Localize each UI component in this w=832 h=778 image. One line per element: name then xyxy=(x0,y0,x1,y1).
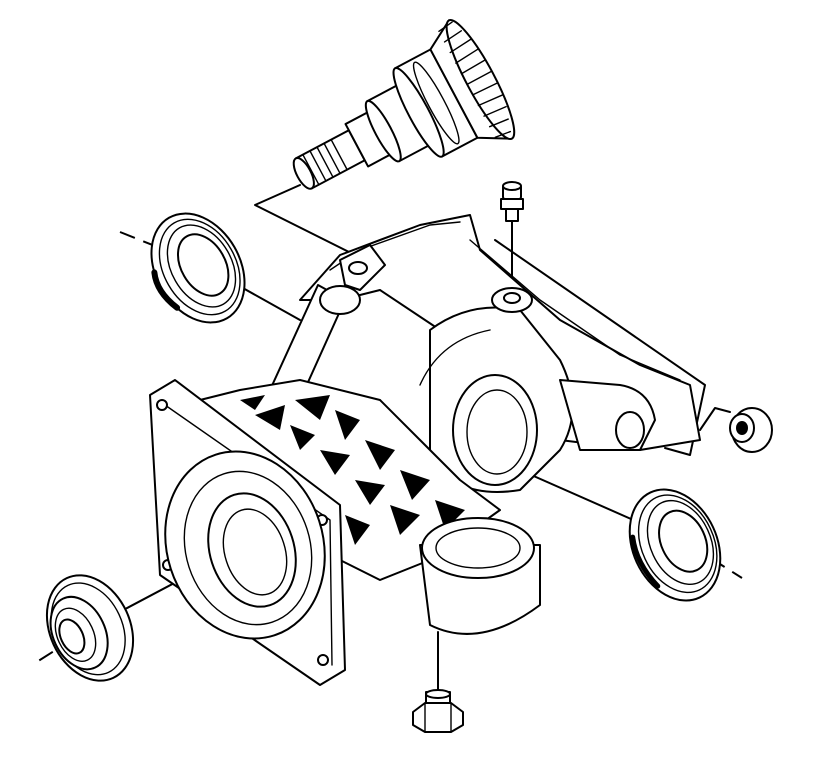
rib-cutout xyxy=(320,450,350,475)
left-bore-core xyxy=(222,508,288,596)
housing-leader-line xyxy=(494,239,706,456)
lattice-ribs xyxy=(240,395,465,545)
vent-thread xyxy=(505,208,519,222)
pinion-bearing-face xyxy=(392,66,445,158)
flange-bolt-hole xyxy=(156,399,168,411)
flange-bolt-hole xyxy=(317,654,329,666)
lower-arm-top xyxy=(421,517,535,579)
right-bearing-bore xyxy=(658,509,709,573)
right-bore-inner xyxy=(466,389,528,475)
pinion-bearing-race xyxy=(412,61,460,145)
rib-cutout xyxy=(295,395,330,420)
vent-cap-top xyxy=(502,181,522,191)
rib-cutout xyxy=(290,425,315,450)
drain-plug xyxy=(412,689,464,733)
pinion-shaft-end xyxy=(292,157,315,190)
rib-cutout xyxy=(335,410,360,440)
right-bore-outer xyxy=(452,374,538,486)
right-side-bearing xyxy=(628,488,722,602)
strut-boss xyxy=(319,285,361,315)
seal-shadow xyxy=(151,269,181,311)
rib-cutout xyxy=(255,405,285,430)
lower-axle-seal xyxy=(45,574,135,682)
right-bearing-shadow xyxy=(630,534,661,589)
rib-cutout xyxy=(390,505,420,535)
pinion-gear xyxy=(292,18,516,190)
plug-socket xyxy=(736,421,748,435)
rib-cutout xyxy=(240,395,265,410)
seal-ring-2 xyxy=(158,218,241,316)
right-plug xyxy=(729,407,773,453)
rib-cutout xyxy=(355,480,385,505)
drain-hex-head xyxy=(412,702,464,733)
ear-seat xyxy=(615,411,645,449)
seal-bore xyxy=(176,233,230,297)
seal-ring-3 xyxy=(166,224,237,308)
rib-cutout xyxy=(400,470,430,500)
pinion-leader-line xyxy=(254,184,356,256)
rib-cutout xyxy=(435,500,465,530)
vent-fitting xyxy=(500,181,524,222)
bracket-hole xyxy=(348,261,368,275)
right-bearing-ring-2 xyxy=(637,494,718,594)
right-bearing-ring-3 xyxy=(646,499,715,586)
differential-housing xyxy=(149,214,701,686)
arm-edge-2 xyxy=(469,239,681,381)
flange-edge xyxy=(164,404,333,666)
plug-leader-line xyxy=(699,407,731,431)
vent-hex xyxy=(500,198,524,210)
lower-arm-rim xyxy=(435,527,521,569)
pinion-collar xyxy=(364,99,402,163)
rib-cutout xyxy=(345,515,370,545)
lower-seal-ring-3 xyxy=(54,607,97,662)
lower-seal-bore xyxy=(58,618,86,655)
upper-axle-seal xyxy=(150,212,246,324)
left-bore-ring xyxy=(183,470,313,626)
left-bore-inner xyxy=(207,492,297,608)
drain-tip xyxy=(425,689,451,699)
pinion-gear-face xyxy=(445,18,516,141)
boss-contour xyxy=(419,329,491,386)
pinion-gear-teeth xyxy=(438,21,512,138)
rib-cutout xyxy=(365,440,395,470)
vent-hole xyxy=(503,292,521,304)
